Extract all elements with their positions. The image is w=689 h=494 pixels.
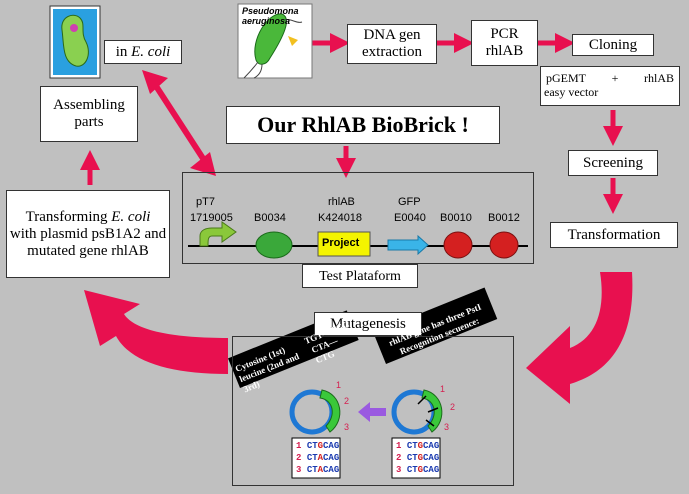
part-rbs-bottom: B0034 (254, 212, 286, 224)
curved-arrow-to-transforming (84, 290, 228, 374)
vector-right: rhlAB (644, 71, 674, 85)
pseudomonas-image (237, 3, 313, 79)
right-sequence-box: 1 CTGCAG 2 CTGCAG 3 CTGCAG (396, 440, 440, 476)
double-arrow-head-top (142, 70, 168, 94)
left-seq-row-3: 3 CTACAG (296, 465, 340, 475)
transformation-box: Transformation (550, 222, 678, 248)
vector-row: pGEMT + rhlAB (541, 67, 679, 85)
curved-arrow-to-mutagenesis (526, 272, 633, 404)
right-site-2: 2 (450, 402, 456, 412)
test-platform-caption-text: Test Plataform (319, 268, 401, 284)
mutagenesis-graphics (228, 287, 498, 479)
right-site-1: 1 (440, 384, 446, 394)
screening-box: Screening (568, 150, 658, 176)
left-site-3: 3 (344, 422, 350, 432)
part-project-label: Project (322, 237, 360, 249)
test-platform-box (182, 172, 534, 264)
vector-left: pGEMT (546, 71, 586, 85)
right-seq-row-1: 1 CTGCAG (396, 441, 440, 451)
left-site-1: 1 (336, 380, 342, 390)
part-gfp-top: GFP (398, 196, 421, 208)
in-ecoli-italic: E. coli (131, 43, 171, 60)
left-seq-row-1: 1 CTGCAG (296, 441, 340, 451)
transforming-italic: E. coli (111, 208, 151, 225)
cloning-label: Cloning (588, 36, 638, 53)
mutagenesis-panel (232, 336, 514, 486)
test-platform-caption: Test Plataform (302, 264, 418, 288)
test-platform-construct (188, 221, 528, 259)
ecoli-cell-image (49, 5, 101, 79)
pcr-label: PCR rhlAB (485, 26, 524, 59)
in-ecoli-pre: in (115, 43, 132, 60)
screening-label: Screening (583, 154, 643, 171)
part-rhlab-top: rhlAB (328, 196, 355, 208)
left-site-2: 2 (344, 396, 350, 406)
dna-extraction-box: DNA gen extraction (347, 24, 437, 64)
right-seq-row-2: 2 CTGCAG (396, 453, 440, 463)
assembling-box: Assembling parts (40, 86, 138, 142)
part-ptr-bottom: 1719005 (190, 212, 233, 224)
transforming-post: with plasmid psB1A2 and mutated gene rhl… (9, 225, 167, 259)
pseudomonas-label: Pseudomona aeruginosa (242, 6, 299, 26)
left-sequence-box: 1 CTGCAG 2 CTACAG 3 CTACAG (296, 440, 340, 476)
part-ptr-top: pT7 (196, 196, 215, 208)
vector-bottom: easy vector (544, 85, 599, 99)
part-term1-bottom: B0010 (440, 212, 472, 224)
part-gfp-bottom: E0040 (394, 212, 426, 224)
transforming-pre: Transforming (25, 208, 112, 225)
diagram-title: Our RhlAB BioBrick ! (226, 106, 500, 144)
double-arrow-ecoli-platform (153, 84, 207, 162)
assembling-label: Assembling parts (53, 97, 125, 130)
pcr-box: PCR rhlAB (471, 20, 538, 66)
right-seq-row-3: 3 CTGCAG (396, 465, 440, 475)
right-site-3: 3 (444, 422, 450, 432)
in-ecoli-box: in E. coli (104, 40, 182, 64)
mutagenesis-label-box: Mutagenesis (314, 312, 422, 336)
dna-extraction-label: DNA gen extraction (362, 27, 422, 60)
double-arrow-head-bottom (190, 152, 216, 176)
mutagenesis-label: Mutagenesis (330, 315, 406, 332)
vector-plus: + (611, 71, 619, 85)
part-rhlab-bottom: K424018 (318, 212, 363, 224)
left-seq-row-2: 2 CTACAG (296, 453, 340, 463)
vector-box: pGEMT + rhlAB easy vector (540, 66, 680, 106)
cloning-box: Cloning (572, 34, 654, 56)
part-term2-bottom: B0012 (488, 212, 520, 224)
transformation-label: Transformation (567, 226, 661, 243)
